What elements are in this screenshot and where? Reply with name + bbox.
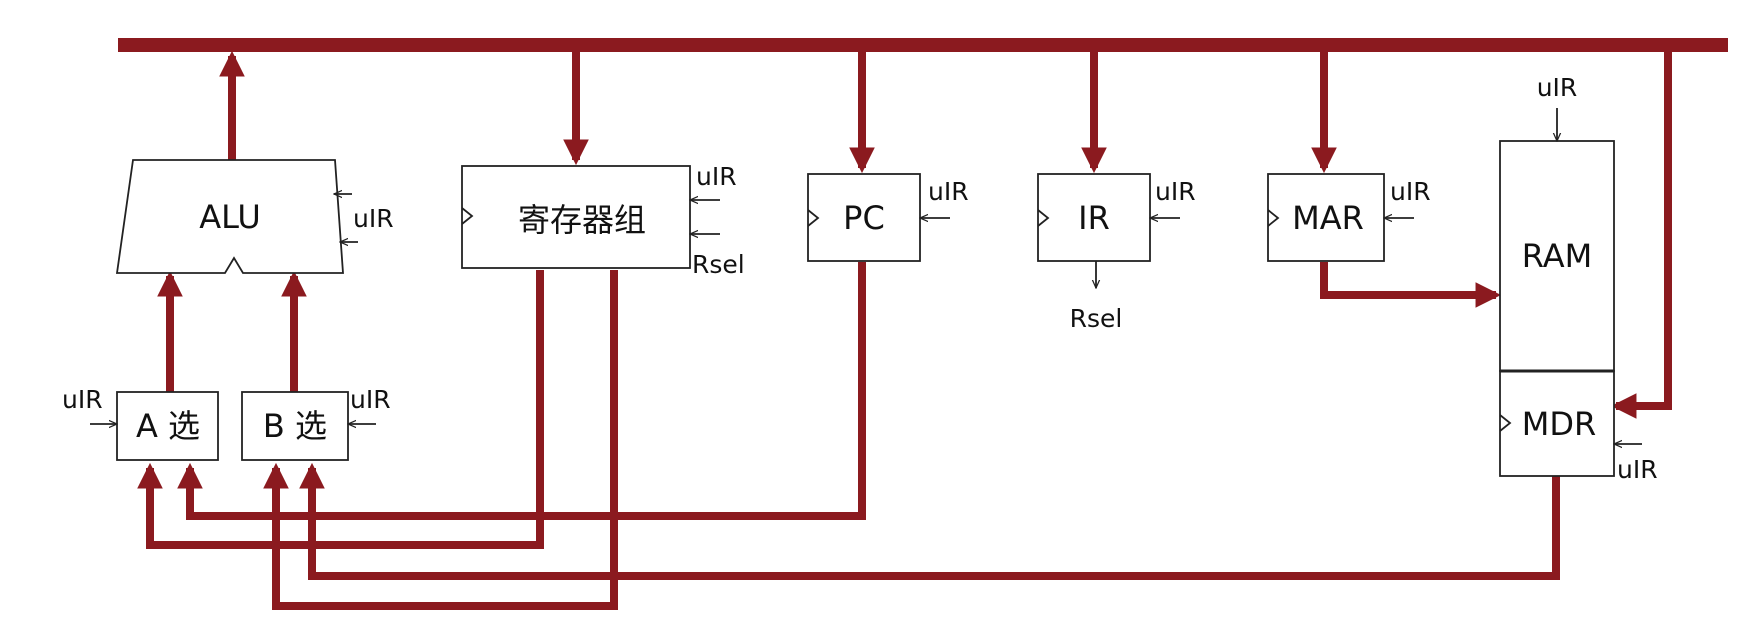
mdr-uir-label: uIR [1617,455,1658,484]
b-select-block: B 选 uIR [241,385,391,461]
mar-box [1267,173,1385,262]
pc-label: PC [843,199,885,237]
register-file-uir-label: uIR [696,162,737,191]
pc-block: PC uIR [807,173,969,262]
ir-block: IR uIR Rsel [1037,173,1196,333]
mdr-to-b-select-line [299,462,1560,580]
bus-connections [219,50,1672,419]
selector-paths [137,262,1560,610]
register-file-to-a-select-line [137,270,544,549]
mar-clock-icon [1267,209,1280,227]
mar-uir-label: uIR [1390,177,1431,206]
alu-shape [115,159,344,274]
register-file-clock-icon [461,207,474,225]
ir-label: IR [1078,199,1110,237]
ir-rsel-label: Rsel [1070,304,1123,333]
alu-label: ALU [199,198,261,236]
register-file-label: 寄存器组 [518,201,646,239]
mdr-label: MDR [1522,405,1596,443]
ir-box [1037,173,1151,262]
pc-box [807,173,921,262]
register-file-to-b-select-line [263,270,618,610]
ram-uir-label: uIR [1537,73,1578,102]
a-select-label: A 选 [136,407,200,445]
register-file-rsel-label: Rsel [692,250,745,279]
a-select-uir-label: uIR [62,385,103,414]
alu-block: ALU uIR [115,159,394,274]
register-file-box [461,165,691,269]
mar-block: MAR uIR [1267,173,1431,262]
ir-uir-label: uIR [1155,177,1196,206]
mdr-clock-icon [1499,414,1512,432]
pc-clock-icon [807,209,820,227]
alu-uir-label: uIR [353,204,394,233]
b-select-uir-label: uIR [350,385,391,414]
b-select-box [241,391,349,461]
pc-to-a-select-line [177,262,866,520]
memory-block: RAM uIR MDR uIR [1499,73,1658,484]
register-file-block: 寄存器组 uIR Rsel [461,162,745,279]
mar-to-ram-line [1320,262,1502,308]
b-select-label: B 选 [263,407,327,445]
mar-label: MAR [1292,199,1364,237]
ir-clock-icon [1037,209,1050,227]
a-select-block: A 选 uIR [62,385,219,461]
a-select-box [116,391,219,461]
mdr-box [1499,370,1615,477]
ram-label: RAM [1522,237,1592,275]
bus-to-mdr-line [1610,52,1672,419]
pc-uir-label: uIR [928,177,969,206]
